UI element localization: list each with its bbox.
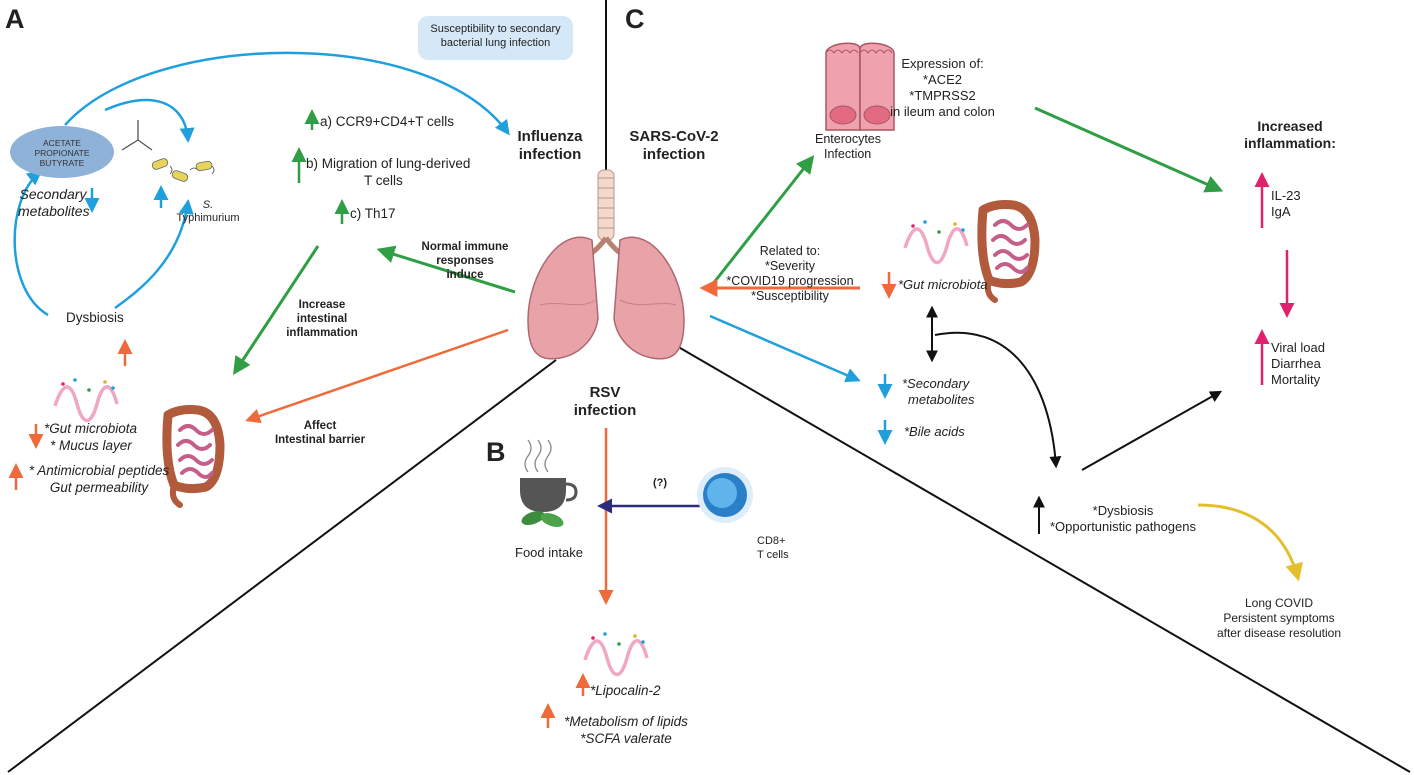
arrow-dysbiosis-to-typhimurium [114, 199, 194, 310]
tcells-ccr9: a) CCR9+CD4+T cells [320, 114, 455, 129]
arrow-tcells-to-gut [233, 245, 320, 376]
microbiota-a [53, 376, 119, 423]
typhimurium-text: S.Typhimurium [176, 199, 240, 224]
arrow-lung-to-barrier [245, 328, 509, 424]
dysbiosis-c-text: *Dysbiosis*Opportunistic pathogens [1050, 503, 1196, 534]
arrow-dysbiosis-to-metabolites [13, 170, 49, 317]
divider-right [674, 344, 1411, 773]
microbiota-b [583, 630, 649, 677]
intestine-a [167, 410, 220, 505]
enterocytes-illustration [825, 42, 895, 131]
panel-label-b: B [486, 437, 506, 467]
arrow-dysbiosis-to-longcovid [1197, 503, 1303, 582]
intestine-c [982, 205, 1035, 300]
typhimurium-bacteria [151, 158, 215, 182]
scfa-structure [121, 120, 153, 151]
gut-effects-a: *Gut microbiota * Mucus layer [44, 421, 138, 453]
microbiota-c [903, 218, 969, 265]
arrow-dysbiosis-to-inflammation [1081, 390, 1223, 471]
arrow-to-dysbiosis [934, 331, 1062, 469]
arrow-secondary-to-influenza [64, 51, 510, 136]
arrow-lung-to-tcells [376, 245, 516, 294]
food-intake-text: Food intake [515, 545, 583, 560]
bile-acids-text: *Bile acids [904, 424, 965, 439]
scfa-molecule [10, 126, 114, 178]
gut-effects-a-2: * Antimicrobial peptides Gut permeabilit… [28, 463, 170, 495]
arrow-enterocytes-to-inflammation [1034, 106, 1224, 193]
lungs-illustration [527, 169, 685, 360]
related-text: Related to:*Severity*COVID19 progression… [726, 244, 854, 303]
lipids-text: *Metabolism of lipids*SCFA valerate [564, 714, 688, 746]
food-cup-icon [520, 439, 578, 527]
tcells-th17: c) Th17 [350, 206, 396, 221]
panel-label-a: A [5, 4, 25, 34]
secondary-infection-box [418, 16, 573, 60]
unknown-mark: (?) [653, 477, 668, 489]
lipocalin-text: *Lipocalin-2 [590, 683, 661, 698]
panel-label-c: C [625, 4, 645, 34]
arrow-lung-to-secondary [709, 314, 861, 383]
arrow-scfa-to-typhimurium [104, 98, 195, 143]
gut-microbiota-c-text: *Gut microbiota [898, 277, 988, 292]
dysbiosis-text: Dysbiosis [66, 310, 124, 325]
cd8-tcell-icon [697, 467, 753, 523]
arrow-lung-to-enterocytes [710, 155, 815, 286]
divider-left [7, 359, 557, 773]
cd8-text: CD8+T cells [757, 535, 789, 561]
